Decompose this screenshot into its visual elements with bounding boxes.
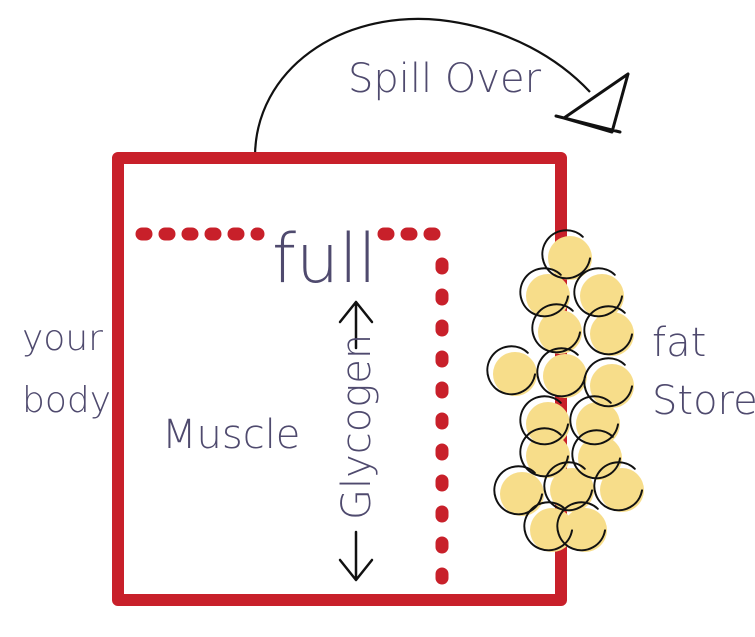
fat-cell-fill	[493, 352, 537, 396]
fat-cell-outline	[523, 501, 573, 552]
fat-label: fat	[652, 320, 706, 366]
fat-cell-fill	[590, 364, 634, 408]
fat-cell-fill	[550, 468, 594, 512]
fat-cell-fill	[563, 508, 607, 552]
body-label: body	[22, 380, 111, 421]
fat-cell-outline	[519, 267, 569, 318]
fat-cell-outline	[583, 357, 633, 408]
fat-cell-fill	[500, 472, 544, 516]
fat-cell-fill	[526, 274, 570, 318]
fat-cell-outline	[593, 461, 643, 512]
fat-cell-outline	[493, 465, 543, 516]
fat-cell-fill	[538, 310, 582, 354]
spill-over-arc	[253, 17, 591, 158]
full-label: full	[272, 220, 377, 299]
spill-over-arrowhead-icon	[554, 72, 630, 134]
glycogen-up-arrow-icon	[338, 300, 374, 350]
your-label: your	[22, 318, 103, 359]
fat-cell-fill	[543, 354, 587, 398]
spill-over-label: Spill Over	[348, 56, 542, 102]
muscle-label: Muscle	[162, 412, 300, 458]
fat-cell-fill	[578, 436, 622, 480]
fat-cell-outline	[519, 395, 569, 446]
fat-cell-outline	[556, 501, 606, 552]
fat-cell-outline	[573, 267, 623, 318]
fat-cell-fill	[600, 468, 644, 512]
fat-cell-fill	[590, 312, 634, 356]
fat-cells-cluster	[486, 229, 644, 552]
fat-cell-outline	[543, 461, 593, 512]
glycogen-down-arrow-icon	[338, 530, 374, 582]
fat-cell-outline	[486, 345, 536, 396]
fat-cell-fill	[526, 434, 570, 478]
fat-cell-outline	[536, 347, 586, 398]
fat-cell-fill	[548, 236, 592, 280]
fat-cell-outline	[541, 229, 591, 280]
fat-cell-outline	[569, 395, 619, 446]
fat-cell-outline	[583, 305, 633, 356]
fat-cell-outline	[531, 303, 581, 354]
full-level-dotted-line	[135, 227, 452, 599]
fat-cell-fill	[580, 274, 624, 318]
fat-cell-fill	[526, 402, 570, 446]
fat-cell-outline	[519, 427, 569, 478]
glycogen-label: Glycogen	[334, 334, 380, 520]
stores-label: Stores	[652, 378, 755, 424]
